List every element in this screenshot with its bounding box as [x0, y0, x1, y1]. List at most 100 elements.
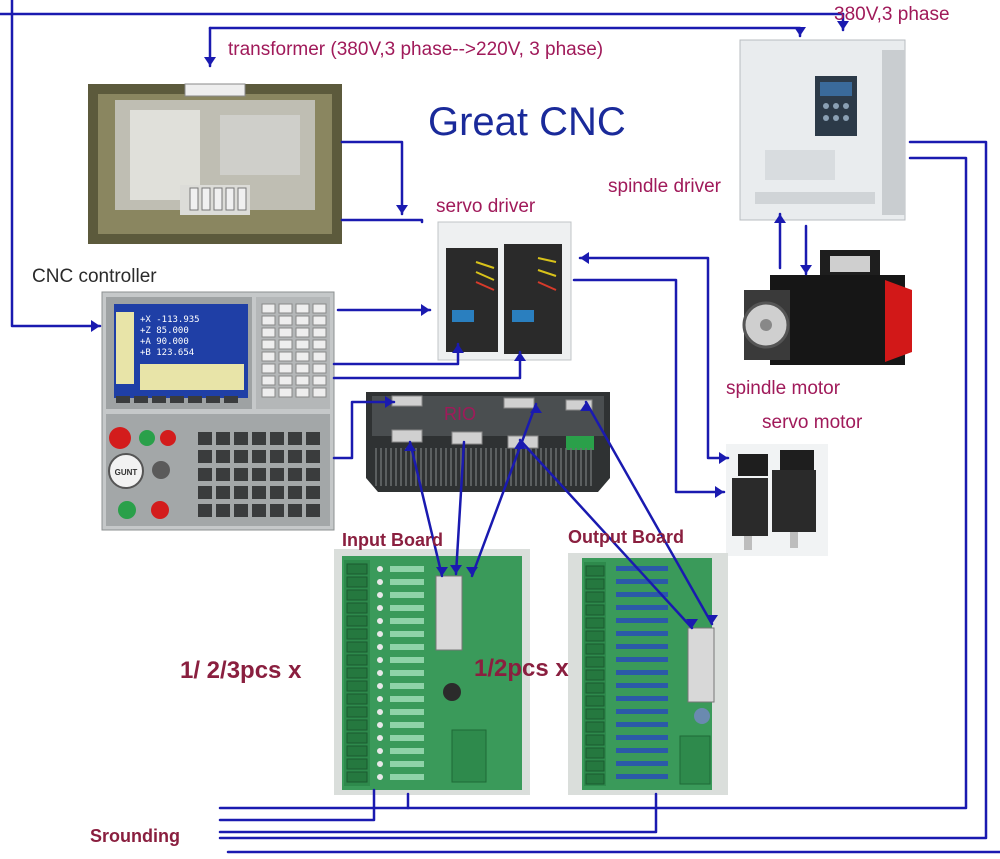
keypad-key [270, 504, 284, 517]
wire-arrow [580, 252, 589, 264]
keypad-key [306, 450, 320, 463]
wire-arrow [204, 57, 216, 66]
input-terminal [346, 732, 368, 744]
output-terminal [585, 760, 605, 772]
input-channel [390, 722, 424, 728]
rio-label: RIO [444, 404, 477, 424]
spindle-driver-label: spindle driver [608, 176, 721, 197]
output-relay [616, 709, 668, 714]
wire-arrow [715, 486, 724, 498]
lcd-readout-line: +A 90.000 [140, 337, 189, 347]
keypad-key [295, 315, 310, 326]
lcd-readout: +X -113.935+Z 85.000+A 90.000+B 123.654 [140, 315, 200, 358]
output-board-label: Output Board [568, 527, 684, 547]
output-relay [616, 670, 668, 675]
input-channel [390, 683, 424, 689]
output-terminal [585, 604, 605, 616]
wire-arrow [530, 404, 542, 413]
input-channel [390, 657, 424, 663]
input-led [377, 735, 383, 741]
output-terminal [585, 695, 605, 707]
keypad-key [288, 468, 302, 481]
input-terminal [346, 615, 368, 627]
input-terminal [346, 758, 368, 770]
softkey [224, 396, 238, 403]
keypad-key [312, 351, 327, 362]
keypad-key [261, 387, 276, 398]
input-channel [390, 631, 424, 637]
softkey [188, 396, 202, 403]
input-led [377, 683, 383, 689]
panel-brand: GUNT [115, 468, 138, 477]
wire-arrow [450, 565, 462, 574]
input-terminal [346, 693, 368, 705]
keypad-key [198, 486, 212, 499]
keypad-key [288, 432, 302, 445]
servo-motor-label: servo motor [762, 412, 863, 433]
output-relay [616, 631, 668, 636]
lcd-readout-line: +Z 85.000 [140, 326, 189, 336]
keypad-key [312, 363, 327, 374]
keypad-key [278, 387, 293, 398]
input-channel [390, 761, 424, 767]
keypad-left [116, 396, 238, 403]
keypad-key [252, 468, 266, 481]
keypad-key [295, 375, 310, 386]
diagram-title: Great CNC [428, 100, 626, 144]
keypad-key [234, 450, 248, 463]
keypad-key [261, 351, 276, 362]
keypad-key [278, 351, 293, 362]
wire-arrow [719, 452, 728, 464]
output-relay [616, 774, 668, 779]
keypad-key [216, 450, 230, 463]
input-led [377, 592, 383, 598]
wire-arrow [580, 402, 592, 411]
keypad-key [234, 432, 248, 445]
input-terminal [346, 719, 368, 731]
wire-arrow [404, 442, 416, 451]
output-terminal [585, 747, 605, 759]
transformer-image [88, 83, 342, 244]
keypad-key [278, 363, 293, 374]
keypad-key [278, 339, 293, 350]
input-led [377, 631, 383, 637]
input-led [377, 618, 383, 624]
output-relay [616, 761, 668, 766]
wire-arrow [686, 619, 698, 628]
rio-module-image [366, 392, 610, 492]
output-relay [616, 566, 668, 571]
input-terminal [346, 680, 368, 692]
keypad-key [312, 327, 327, 338]
input-channel [390, 618, 424, 624]
output-terminal [585, 591, 605, 603]
wire-arrow [466, 567, 478, 576]
input-terminal [346, 602, 368, 614]
keypad-key [216, 486, 230, 499]
keypad-key [198, 504, 212, 517]
keypad-key [278, 375, 293, 386]
input-channel [390, 709, 424, 715]
input-led [377, 748, 383, 754]
input-terminal [346, 641, 368, 653]
keypad-main [198, 432, 320, 517]
output-relay [616, 579, 668, 584]
input-leds [377, 566, 424, 780]
keypad-key [234, 504, 248, 517]
output-terminal [585, 669, 605, 681]
input-terminal [346, 589, 368, 601]
output-terminal [585, 773, 605, 785]
transformer-label: transformer (380V,3 phase-->220V, 3 phas… [228, 39, 604, 60]
keypad-key [306, 504, 320, 517]
wire-arrow [794, 27, 806, 36]
rio-heatsink [375, 448, 592, 486]
input-board-quantity: 1/ 2/3pcs x [180, 657, 302, 684]
output-terminal [585, 656, 605, 668]
keypad-key [216, 504, 230, 517]
keypad-key [252, 432, 266, 445]
input-terminal [346, 667, 368, 679]
keypad-key [234, 468, 248, 481]
wire-arrow [436, 567, 448, 576]
output-relay [616, 696, 668, 701]
servo-driver-image [437, 221, 572, 361]
keypad-key [295, 351, 310, 362]
